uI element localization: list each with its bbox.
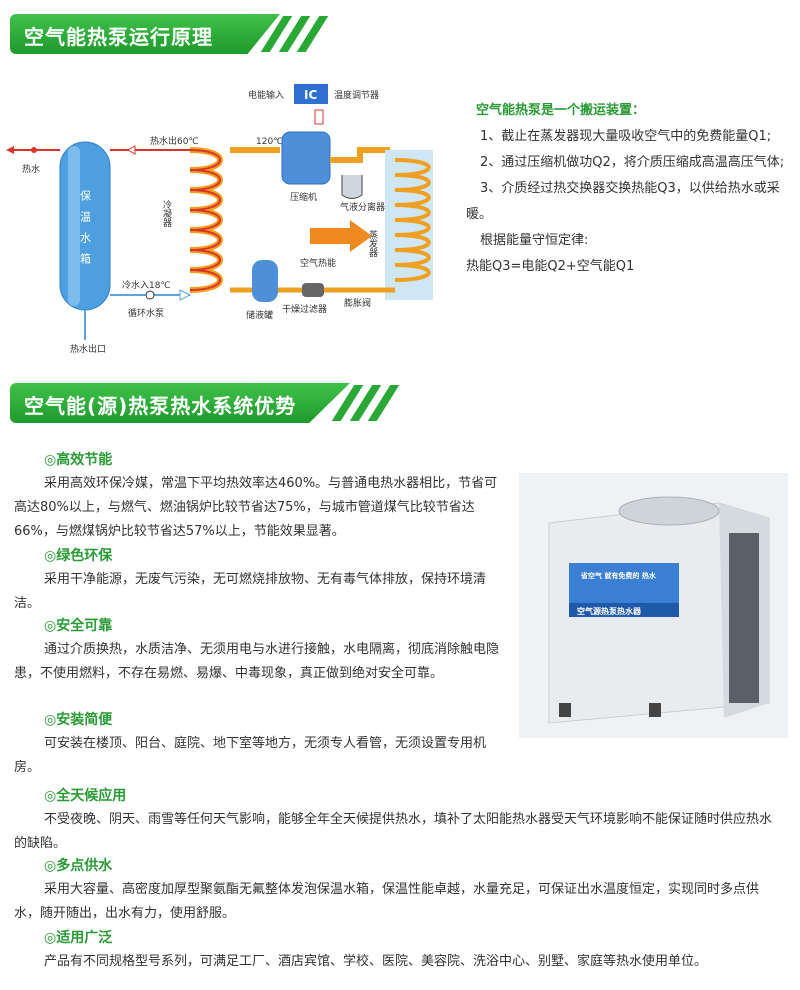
- svg-text:膨胀阀: 膨胀阀: [344, 297, 371, 309]
- advantage-text: 产品有不同规格型号系列，可满足工厂、酒店宾馆、学校、医院、美容院、洗浴中心、别墅…: [44, 954, 708, 969]
- heat-pump-unit-image: 省空气 就有免费的 热水 空气源热泵热水器: [519, 473, 788, 738]
- product-photo: 省空气 就有免费的 热水 空气源热泵热水器: [519, 473, 788, 738]
- advantage-block: ◎安装简便 可安装在楼顶、阳台、庭院、地下室等地方，无须专人看管，无须设置专用机…: [14, 708, 509, 780]
- advantage-text: 可安装在楼顶、阳台、庭院、地下室等地方，无须专人看管，无须设置专用机房。: [14, 736, 487, 775]
- advantage-title: ◎全天候应用: [44, 788, 127, 804]
- section-banner-advantages: 空气能(源)热泵热水系统优势: [10, 383, 400, 423]
- principle-line: 3、介质经过热交换器交换热能Q3，以供给热水或采暖。: [466, 181, 780, 222]
- svg-text:循环水泵: 循环水泵: [128, 307, 164, 319]
- svg-text:120℃: 120℃: [256, 137, 283, 147]
- principle-formula: 热能Q3=电能Q2+空气能Q1: [466, 259, 635, 274]
- svg-text:温度调节器: 温度调节器: [334, 89, 379, 101]
- air-heat-arrow: [310, 220, 372, 252]
- advantage-block: ◎安全可靠 通过介质换热，水质洁净、无须用电与水进行接触，水电隔离，彻底消除触电…: [14, 614, 509, 686]
- dryer: [302, 283, 324, 297]
- svg-text:省空气 就有免费的 热水: 省空气 就有免费的 热水: [580, 571, 657, 580]
- principle-line: 根据能量守恒定律:: [480, 233, 589, 248]
- banner-background: [10, 14, 280, 54]
- heat-pump-diagram: 保温水箱 热水 热水出60℃ 冷凝器 冷水入18℃ 循环水泵 热水出口 120℃…: [6, 84, 433, 355]
- svg-text:空气热能: 空气热能: [300, 257, 336, 269]
- advantage-text: 采用干净能源，无废气污染，无可燃烧排放物、无有毒气体排放，保持环境清洁。: [14, 572, 487, 611]
- svg-text:热水: 热水: [22, 163, 40, 175]
- section-title: 空气能热泵运行原理: [24, 25, 213, 49]
- principle-lead: 空气能热泵是一个搬运装置：: [476, 103, 646, 118]
- svg-text:冷凝器: 冷凝器: [161, 199, 172, 227]
- ic-box: [294, 84, 328, 104]
- svg-text:干燥过滤器: 干燥过滤器: [282, 303, 327, 315]
- advantage-block: ◎高效节能 采用高效环保冷媒，常温下平均热效率达460%。与普通电热水器相比，节…: [14, 448, 509, 544]
- hot-valve-icon: [31, 147, 37, 153]
- advantage-text: 通过介质换热，水质洁净、无须用电与水进行接触，水电隔离，彻底消除触电隐患，不使用…: [14, 642, 500, 681]
- svg-text:电能输入: 电能输入: [248, 89, 284, 101]
- principle-text: 空气能热泵是一个搬运装置： 1、截止在蒸发器现大量吸收空气中的免费能量Q1; 2…: [466, 98, 786, 280]
- advantage-title: ◎绿色环保: [44, 548, 113, 564]
- advantage-block: ◎绿色环保 采用干净能源，无废气污染，无可燃烧排放物、无有毒气体排放，保持环境清…: [14, 544, 509, 616]
- svg-text:空气源热泵热水器: 空气源热泵热水器: [577, 606, 642, 616]
- svg-text:热水出60℃: 热水出60℃: [150, 135, 199, 147]
- advantage-text: 采用大容量、高密度加厚型聚氨酯无氟整体发泡保温水箱，保温性能卓越，水量充足，可保…: [14, 882, 760, 921]
- advantage-title: ◎安装简便: [44, 712, 113, 728]
- svg-text:压缩机: 压缩机: [290, 191, 317, 203]
- advantage-text: 采用高效环保冷媒，常温下平均热效率达460%。与普通电热水器相比，节省可高达80…: [14, 476, 498, 539]
- tank-text: 保温水箱: [79, 189, 92, 274]
- section-banner-principle: 空气能热泵运行原理: [10, 14, 330, 54]
- ic-label: IC: [304, 88, 317, 102]
- principle-line: 2、通过压缩机做功Q2，将介质压缩成高温高压气体;: [480, 155, 785, 170]
- principle-line: 1、截止在蒸发器现大量吸收空气中的免费能量Q1;: [480, 129, 772, 144]
- advantage-text: 不受夜晚、阴天、雨雪等任何天气影响，能够全年全天候提供热水，填补了太阳能热水器受…: [14, 812, 773, 851]
- advantage-block: ◎多点供水 采用大容量、高密度加厚型聚氨酯无氟整体发泡保温水箱，保温性能卓越，水…: [14, 854, 784, 926]
- advantage-block: ◎适用广泛 产品有不同规格型号系列，可满足工厂、酒店宾馆、学校、医院、美容院、洗…: [14, 926, 784, 974]
- compressor: [281, 131, 331, 185]
- svg-text:储液罐: 储液罐: [246, 309, 273, 321]
- receiver-tank: [252, 260, 278, 302]
- svg-text:冷水入18℃: 冷水入18℃: [122, 279, 171, 291]
- svg-text:气液分离器: 气液分离器: [340, 201, 385, 213]
- advantage-title: ◎多点供水: [44, 858, 113, 874]
- advantage-title: ◎安全可靠: [44, 618, 113, 634]
- advantage-title: ◎高效节能: [44, 452, 113, 468]
- pump-icon: [145, 290, 155, 300]
- advantage-title: ◎适用广泛: [44, 930, 113, 946]
- advantage-block: ◎全天候应用 不受夜晚、阴天、雨雪等任何天气影响，能够全年全天候提供热水，填补了…: [14, 784, 784, 856]
- banner-background: [10, 383, 350, 423]
- svg-text:蒸发器: 蒸发器: [367, 229, 378, 257]
- condenser-coil: [189, 147, 223, 293]
- section-title: 空气能(源)热泵热水系统优势: [24, 394, 297, 418]
- svg-text:热水出口: 热水出口: [70, 343, 106, 355]
